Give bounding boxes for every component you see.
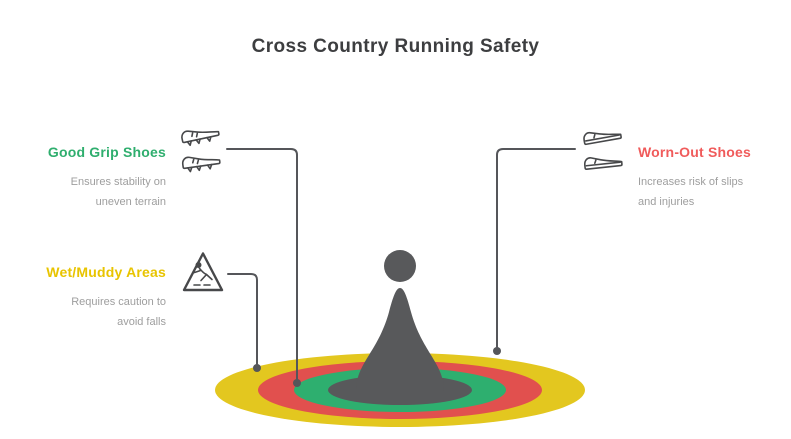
connector-good-grip-shoes	[226, 148, 298, 380]
figure-body	[356, 288, 444, 391]
page-title: Cross Country Running Safety	[251, 36, 540, 57]
connector-dot-wet-muddy-areas	[253, 364, 261, 372]
cleated-running-shoes-icon	[177, 123, 224, 175]
connector-worn-out-shoes	[496, 148, 576, 348]
callout-heading-worn-out-shoes: Worn-Out Shoes	[638, 144, 751, 160]
callout-worn-out-shoes: Worn-Out Shoes Increases risk of slips a…	[638, 144, 788, 213]
slipping-person-warning-icon	[181, 249, 225, 297]
figure-head	[384, 250, 416, 282]
connector-dot-worn-out-shoes	[493, 347, 501, 355]
connector-dot-good-grip-shoes	[293, 379, 301, 387]
callout-description-wet-muddy-areas: Requires caution to avoid falls	[71, 296, 166, 328]
callout-heading-good-grip-shoes: Good Grip Shoes	[47, 144, 166, 160]
callout-wet-muddy-areas: Wet/Muddy Areas Requires caution to avoi…	[10, 264, 166, 333]
callout-description-good-grip-shoes: Ensures stability on uneven terrain	[70, 176, 166, 208]
callout-heading-wet-muddy-areas: Wet/Muddy Areas	[46, 264, 166, 280]
callout-good-grip-shoes: Good Grip Shoes Ensures stability on une…	[10, 144, 166, 213]
worn-out-shoes-icon	[579, 123, 626, 175]
connector-wet-muddy-areas	[227, 273, 258, 365]
callout-description-worn-out-shoes: Increases risk of slips and injuries	[638, 176, 744, 208]
